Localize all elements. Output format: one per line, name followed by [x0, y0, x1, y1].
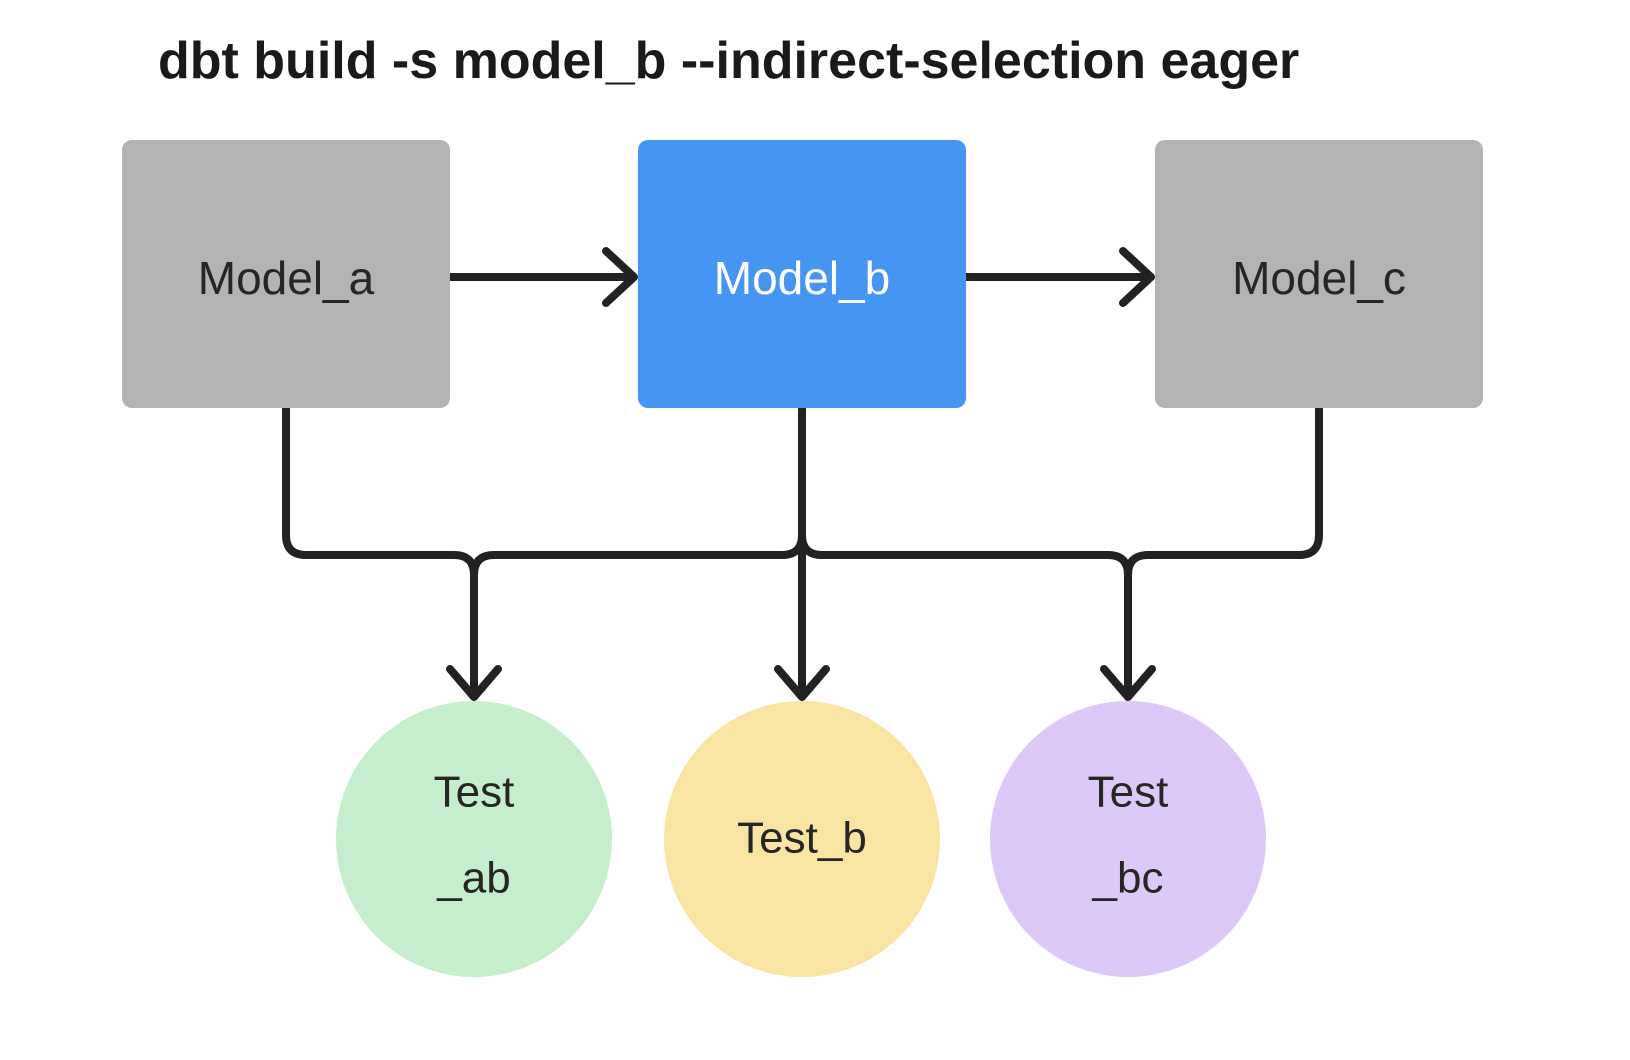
- arrowhead-right-model-b: [602, 247, 638, 307]
- test-bc-label-line2: _bc: [1092, 854, 1164, 903]
- test-bc-circle: [990, 701, 1266, 977]
- arrowhead-right-model-c: [1119, 247, 1155, 307]
- arrowhead-down-test-bc: [1100, 665, 1156, 701]
- test-b-circle: [664, 701, 940, 977]
- arrowhead-down-test-ab: [446, 665, 502, 701]
- test-ab-label-line2: _ab: [436, 854, 510, 903]
- model-b-box: [638, 140, 966, 408]
- model-b-label: Model_b: [714, 252, 890, 304]
- edge-model-c-to-test-bc: [1124, 404, 1323, 698]
- node-test-bc: Test _bc: [990, 701, 1266, 977]
- edge-model-b-to-test-bc: [798, 404, 1132, 698]
- edge-model-b-to-test-ab: [470, 404, 806, 698]
- edge-layer: [282, 247, 1323, 701]
- node-test-b: Test_b: [664, 701, 940, 977]
- edge-model-a-to-test-ab: [282, 404, 478, 698]
- node-model-a: Model_a: [122, 140, 450, 408]
- model-a-box: [122, 140, 450, 408]
- test-b-label: Test_b: [737, 814, 867, 863]
- model-a-label: Model_a: [198, 252, 375, 304]
- node-model-b: Model_b: [638, 140, 966, 408]
- test-ab-label-line1: Test: [434, 768, 515, 817]
- test-bc-label-line1: Test: [1088, 768, 1169, 817]
- diagram-title: dbt build -s model_b --indirect-selectio…: [158, 32, 1299, 90]
- model-c-box: [1155, 140, 1483, 408]
- model-c-label: Model_c: [1232, 252, 1406, 304]
- test-ab-circle: [336, 701, 612, 977]
- arrowhead-down-test-b: [774, 665, 830, 701]
- node-model-c: Model_c: [1155, 140, 1483, 408]
- node-test-ab: Test _ab: [336, 701, 612, 977]
